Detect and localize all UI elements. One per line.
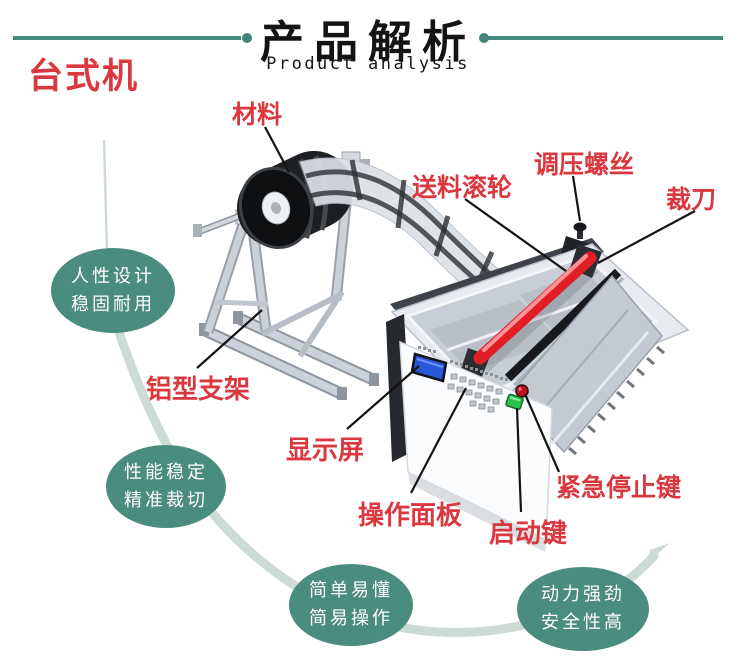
line-display [346,365,420,430]
material-roll [237,151,353,250]
label-control-panel: 操作面板 [358,500,463,530]
title-rule-right [487,36,723,40]
line-feed-roller [464,198,567,272]
line-control-panel [410,387,467,494]
start-button [505,393,524,411]
panel-print-marks [418,346,508,381]
title-rule-left [13,36,241,40]
label-lines [196,126,696,513]
label-pressure-screw: 调压螺丝 [534,151,635,179]
label-feed-roller: 送料滚轮 [412,174,513,202]
feature-bubble-3: 简单易懂 简易操作 [289,564,413,646]
line-aluminum-stand [196,309,263,369]
feature-bubble-4: 动力强劲 安全性高 [517,567,649,651]
label-emergency-stop: 紧急停止键 [556,474,682,502]
feature-bubble-3-line1: 简单易懂 [309,580,393,601]
machine-body [386,222,690,552]
feature-bubble-4-line2: 安全性高 [541,612,625,632]
feature-bubble-1-line1: 人性设计 [71,265,155,286]
label-aluminum-stand: 铝型支架 [146,374,251,404]
machine-type-label: 台式机 [28,57,140,96]
feed-roller [460,244,602,382]
feature-bubble-1: 人性设计 稳固耐用 [51,248,175,333]
page-subtitle: Product analysis [266,54,470,74]
title-dot-right [479,33,489,43]
line-cutter [597,210,696,264]
feature-bubble-2-line1: 性能稳定 [124,461,208,482]
control-buttons [418,346,508,413]
line-start-key [515,407,523,513]
label-display: 显示屏 [286,435,365,465]
label-start-key: 启动键 [489,518,568,548]
front-panel [399,340,553,552]
feature-bubble-4-line1: 动力强劲 [541,584,625,605]
feature-bubble-3-line2: 简易操作 [309,608,393,628]
line-emergency-stop [523,393,561,473]
page-title: 产品解析 [260,18,476,67]
label-material: 材料 [232,101,283,129]
feature-bubble-2-line2: 精准裁切 [124,489,208,510]
display-screen [410,352,448,383]
label-cutter: 裁刀 [666,186,717,214]
line-pressure-screw [571,175,582,222]
feature-bubble-1-line2: 稳固耐用 [71,293,155,314]
line-material [264,126,290,173]
feature-bubble-2: 性能稳定 精准裁切 [106,445,226,528]
title-dot-left [242,33,252,43]
